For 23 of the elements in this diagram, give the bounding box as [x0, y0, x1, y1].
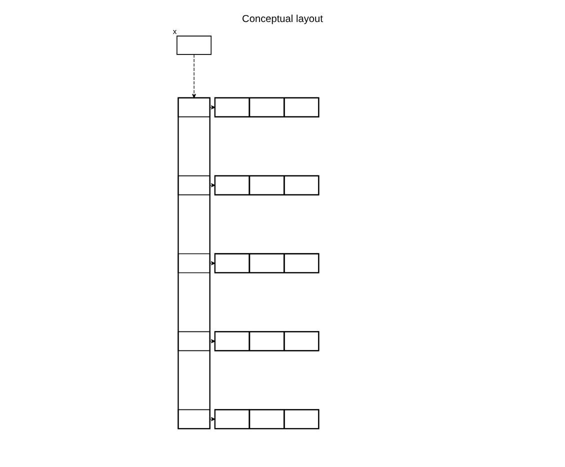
node-box [249, 175, 284, 196]
node-box [249, 97, 284, 118]
node-box [284, 409, 320, 430]
node-box [249, 331, 284, 352]
node-box [214, 253, 250, 274]
arrow [210, 261, 216, 266]
node-box [284, 253, 320, 274]
diagram-title: Conceptual layout [242, 14, 323, 26]
arrow [192, 54, 196, 98]
node-box [214, 331, 250, 352]
node-box [249, 409, 284, 430]
arrow [210, 339, 216, 344]
arrow [210, 417, 216, 422]
node-box [249, 253, 284, 274]
node-box [176, 36, 212, 55]
node-box [284, 97, 320, 118]
node-box [284, 175, 320, 196]
node-box [214, 409, 250, 430]
node-box [284, 331, 320, 352]
node-box [214, 175, 250, 196]
node-box [214, 97, 250, 118]
arrow [210, 105, 216, 110]
arrow [210, 183, 216, 188]
